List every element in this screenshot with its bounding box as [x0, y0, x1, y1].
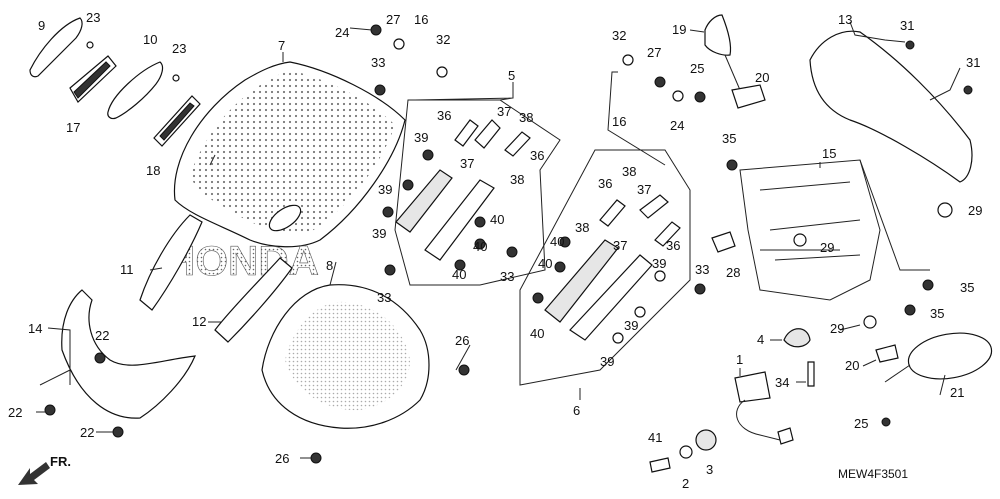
callout: 33	[695, 262, 709, 277]
callout: 27	[647, 45, 661, 60]
windscreen: HONDA	[165, 61, 406, 284]
callout: 36	[598, 176, 612, 191]
callout: 39	[414, 130, 428, 145]
callout: 28	[726, 265, 740, 280]
fasteners	[44, 24, 973, 464]
callout: 10	[143, 32, 157, 47]
callout: 35	[722, 131, 736, 146]
front-direction-arrow: FR.	[18, 454, 71, 485]
callout: 38	[519, 110, 533, 125]
callout: 37	[637, 182, 651, 197]
callout: 29	[830, 321, 844, 336]
callout: 33	[377, 290, 391, 305]
callout: 17	[66, 120, 80, 135]
callout: 23	[172, 41, 186, 56]
callout: 33	[500, 269, 514, 284]
callout: 39	[378, 182, 392, 197]
callout: 40	[530, 326, 544, 341]
callout: 38	[622, 164, 636, 179]
small-hardware-parts	[649, 202, 953, 473]
callout-labels: 9 23 10 23 17 18 7 24 27 16 32 33 5 36 3…	[8, 10, 982, 491]
callout: 37	[460, 156, 474, 171]
side-vent-panels	[139, 214, 293, 343]
callout: 15	[822, 146, 836, 161]
callout: 25	[854, 416, 868, 431]
callout: 40	[550, 234, 564, 249]
inner-cowl	[261, 261, 430, 429]
callout: 22	[95, 328, 109, 343]
callout: 40	[473, 239, 487, 254]
callout: 22	[80, 425, 94, 440]
callout: 32	[436, 32, 450, 47]
callout: 27	[386, 12, 400, 27]
callout: 16	[414, 12, 428, 27]
callout: 23	[86, 10, 100, 25]
callout: 3	[706, 462, 713, 477]
callout: 6	[573, 403, 580, 418]
callout: 38	[575, 220, 589, 235]
callout: 21	[950, 385, 964, 400]
callout: 5	[508, 68, 515, 83]
callout: 24	[335, 25, 349, 40]
callout: 40	[490, 212, 504, 227]
callout: 32	[612, 28, 626, 43]
callout: 37	[497, 104, 511, 119]
right-mirror	[875, 332, 993, 383]
callout: 14	[28, 321, 42, 336]
callout: 39	[624, 318, 638, 333]
callout: 35	[960, 280, 974, 295]
callout: 11	[120, 262, 134, 277]
callout: 22	[8, 405, 22, 420]
callout: 7	[278, 38, 285, 53]
callout: 31	[900, 18, 914, 33]
front-label: FR.	[50, 454, 71, 469]
callout: 29	[820, 240, 834, 255]
top-left-trim-parts	[29, 17, 201, 147]
callout: 36	[530, 148, 544, 163]
callout: 39	[600, 354, 614, 369]
callout: 9	[38, 18, 45, 33]
callout: 24	[670, 118, 684, 133]
meter-visor	[809, 30, 973, 183]
lower-left-cowl	[39, 289, 196, 419]
callout: 13	[838, 12, 852, 27]
leader-lines	[36, 21, 961, 459]
callout: 26	[275, 451, 289, 466]
fairing-stay-frame	[739, 159, 930, 301]
callout: 39	[372, 226, 386, 241]
callout: 34	[775, 375, 789, 390]
bracket-group-6	[519, 149, 691, 386]
callout: 12	[192, 314, 206, 329]
callout: 36	[437, 108, 451, 123]
callout: 18	[146, 163, 160, 178]
callout: 26	[455, 333, 469, 348]
callout: 16	[612, 114, 626, 129]
callout: 35	[930, 306, 944, 321]
callout: 39	[652, 256, 666, 271]
callout: 8	[326, 258, 333, 273]
callout: 41	[648, 430, 662, 445]
callout: 31	[966, 55, 980, 70]
callout: 40	[538, 256, 552, 271]
callout: 40	[452, 267, 466, 282]
callout: 4	[757, 332, 764, 347]
callout: 20	[845, 358, 859, 373]
callout: 19	[672, 22, 686, 37]
callout: 2	[682, 476, 689, 491]
callout: 20	[755, 70, 769, 85]
callout: 36	[666, 238, 680, 253]
callout: 29	[968, 203, 982, 218]
callout: 37	[613, 238, 627, 253]
callout: 1	[736, 352, 743, 367]
bracket-group-5	[394, 99, 561, 286]
diagram-code: MEW4F3501	[838, 467, 908, 481]
callout: 33	[371, 55, 385, 70]
callout: 25	[690, 61, 704, 76]
upper-mirror-assembly	[704, 14, 766, 109]
callout: 38	[510, 172, 524, 187]
